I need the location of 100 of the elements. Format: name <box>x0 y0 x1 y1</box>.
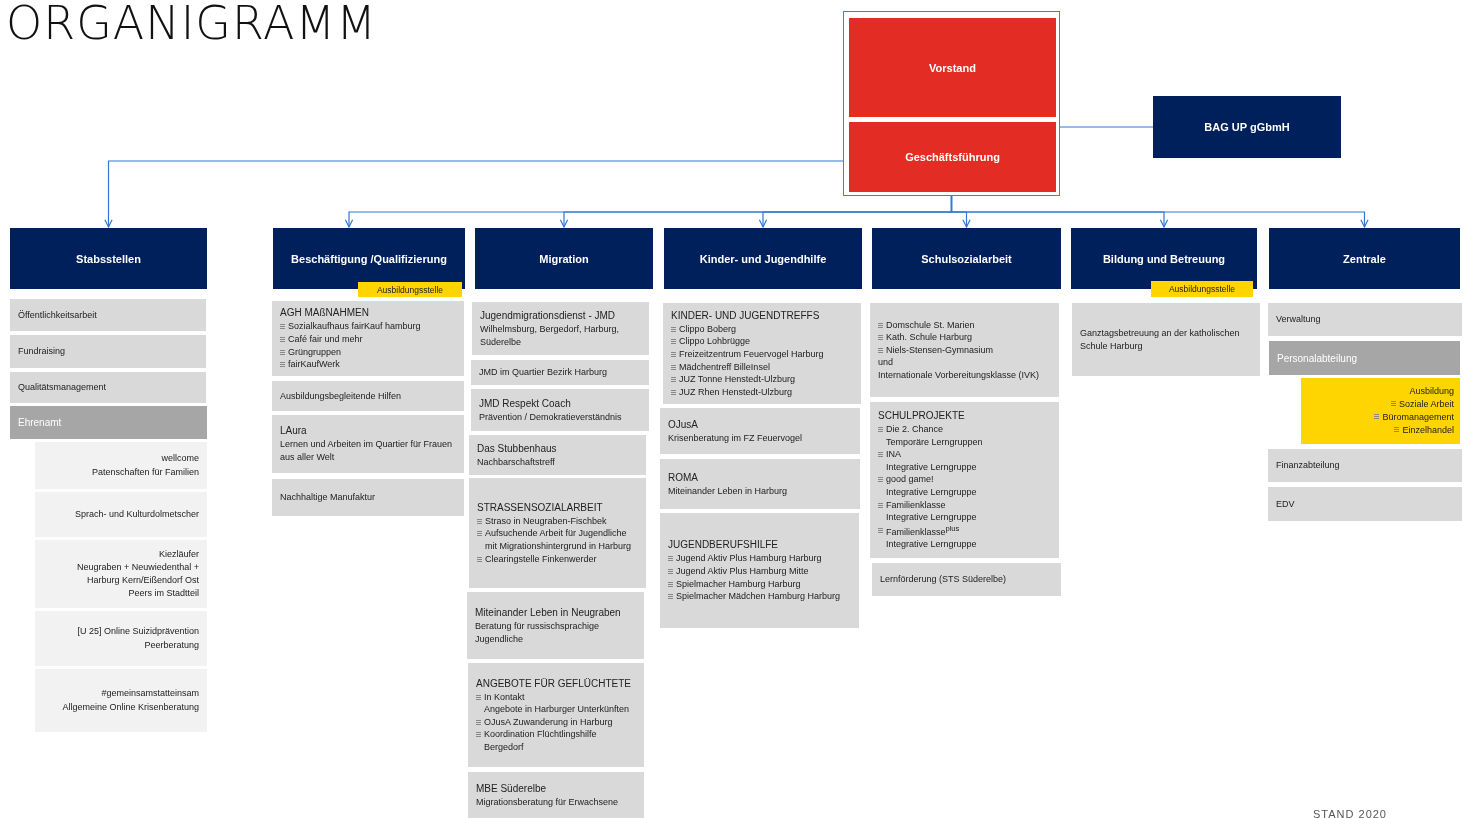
box-text: Internationale Vorbereitungsklasse (IVK) <box>878 368 1041 382</box>
box-text: Kiezläufer <box>157 547 199 561</box>
list-item: Domschule St. Marien <box>878 318 1051 332</box>
box-text: Integrative Lerngruppe <box>885 486 978 499</box>
list-item: Sozialkaufhaus fairKauf hamburg <box>280 320 456 333</box>
box-text: #gemeinsamstatteinsam <box>100 687 199 701</box>
box-title: MBE Süderelbe <box>476 781 548 796</box>
unit-box <box>471 360 649 385</box>
list-item: Familienklasse$^{plus}$ <box>878 523 1051 539</box>
list-item: good game! <box>878 473 1051 486</box>
box-title: SCHULPROJEKTE <box>878 409 966 424</box>
list-item: Grüngruppen <box>280 345 456 359</box>
box-text: Kinder- und Jugendhilfe <box>699 252 827 265</box>
unit-box <box>10 335 206 368</box>
unit-box <box>1268 449 1462 482</box>
box-text: Ausbildungsstelle <box>1168 284 1236 294</box>
box-text: Allgemeine Online Krisenberatung <box>61 700 199 714</box>
list-item: Büromanagement <box>1307 411 1454 425</box>
list-item: OJusA Zuwanderung in Harburg <box>476 715 636 729</box>
box-text: Finanzabteilung <box>1276 459 1341 472</box>
list-item: Kath. Schule Harburg <box>878 331 1051 344</box>
box-title: ROMA <box>668 470 699 485</box>
unit-box <box>10 406 207 439</box>
box-title: JUGENDBERUFSHILFE <box>668 538 779 553</box>
training-box <box>1301 378 1460 444</box>
department-box <box>475 228 653 289</box>
box-text: Vorstand <box>929 61 976 74</box>
box-text: EDV <box>1276 497 1296 511</box>
box-text: Prävention / Demokratieverständnis <box>479 410 623 424</box>
box-text: Geschäftsführung <box>905 151 1000 163</box>
unit-box <box>660 459 860 509</box>
list-item: Mädchentreff BilleInsel <box>671 360 853 374</box>
unit-box <box>471 389 649 431</box>
box-text: Integrative Lerngruppe <box>885 460 978 474</box>
list-item: Café fair und mehr <box>280 332 456 346</box>
box-text: Peerberatung <box>143 638 199 652</box>
box-text: Patenschaften für Familien <box>90 465 199 479</box>
unit-box <box>870 303 1059 397</box>
unit-box <box>10 372 206 403</box>
list-item: Clearingstelle Finkenwerder <box>477 552 638 566</box>
list-item: Koordination Flüchtlingshilfe Bergedorf <box>476 728 636 754</box>
unit-box <box>272 415 464 473</box>
box-text: Zentrale <box>1343 252 1386 265</box>
list-item: JUZ Rhen Henstedt-Ulzburg <box>671 385 853 399</box>
box-text: Öffentlichkeitsarbeit <box>18 308 98 322</box>
box-text: Ausbildung <box>1408 384 1454 398</box>
box-title: LAura <box>280 424 308 439</box>
box-title: Jugendmigrationsdienst - JMD <box>480 308 617 323</box>
date-note: STAND 2020 <box>1313 808 1387 818</box>
box-text: BAG UP gGbmH <box>1204 121 1290 133</box>
box-text: Miteinander Leben in Harburg <box>668 484 789 498</box>
list-item: Familienklasse <box>878 498 1051 512</box>
box-text: Nachbarschaftstreff <box>477 455 556 469</box>
box-text: Krisenberatung im FZ Feuervogel <box>668 431 804 445</box>
unit-box <box>872 563 1061 596</box>
box-text: Verwaltung <box>1276 313 1322 326</box>
department-box <box>664 228 862 289</box>
list-item: Clippo Boberg <box>671 322 853 336</box>
box-title: Das Stubbenhaus <box>477 441 558 456</box>
box-text: Temporäre Lerngruppen <box>885 435 984 449</box>
unit-box <box>469 478 646 588</box>
box-title: JMD Respekt Coach <box>479 396 572 411</box>
leadership-box <box>849 122 1056 192</box>
list-item: Jugend Aktiv Plus Hamburg Mitte <box>668 564 851 578</box>
box-text: Beschäftigung /Qualifizierung <box>291 252 447 265</box>
unit-box <box>1268 303 1462 336</box>
unit-box <box>468 663 644 767</box>
leadership-frame <box>843 11 1060 196</box>
page-title: ORGANIGRAMM <box>6 0 377 49</box>
list-item: INA <box>878 448 1051 461</box>
unit-box <box>272 479 464 516</box>
box-title: AGH MAßNAHMEN <box>280 306 370 321</box>
list-item: Die 2. Chance <box>878 423 1051 436</box>
box-title: STRASSENSOZIALARBEIT <box>477 500 604 515</box>
department-box <box>872 228 1061 289</box>
box-text: Bildung und Betreuung <box>1102 252 1226 265</box>
box-text: Nachhaltige Manufaktur <box>280 491 377 504</box>
box-text: Migrationsberatung für Erwachsene <box>476 795 620 809</box>
department-box <box>1269 228 1460 289</box>
unit-box <box>663 303 861 404</box>
box-title: OJusA <box>668 417 699 432</box>
unit-box <box>272 301 464 376</box>
unit-box <box>468 772 644 818</box>
box-text: Migration <box>539 252 589 265</box>
list-item: Straso in Neugraben-Fischbek <box>477 514 638 528</box>
unit-box <box>469 435 646 475</box>
connector-arrow <box>950 195 1369 228</box>
unit-box <box>870 402 1059 558</box>
box-text: Peers im Stadtteil <box>127 587 199 601</box>
unit-box <box>660 408 860 454</box>
unit-box <box>1268 487 1462 521</box>
box-text: wellcome <box>160 452 199 466</box>
box-text: Wilhelmsburg, Bergedorf, Harburg, Süderelbe <box>480 322 621 349</box>
box-text: Stabsstellen <box>76 252 141 265</box>
list-item: Aufsuchende Arbeit für Jugendliche mit Migrationshintergrund in Harburg <box>477 527 638 553</box>
box-text: Lernförderung (STS Süderelbe) <box>880 573 1008 586</box>
list-item: Spielmacher Mädchen Hamburg Harburg <box>668 590 851 603</box>
box-text: Ausbildungsbegleitende Hilfen <box>280 389 403 403</box>
department-box <box>1153 96 1341 158</box>
connector-arrow <box>104 160 844 228</box>
